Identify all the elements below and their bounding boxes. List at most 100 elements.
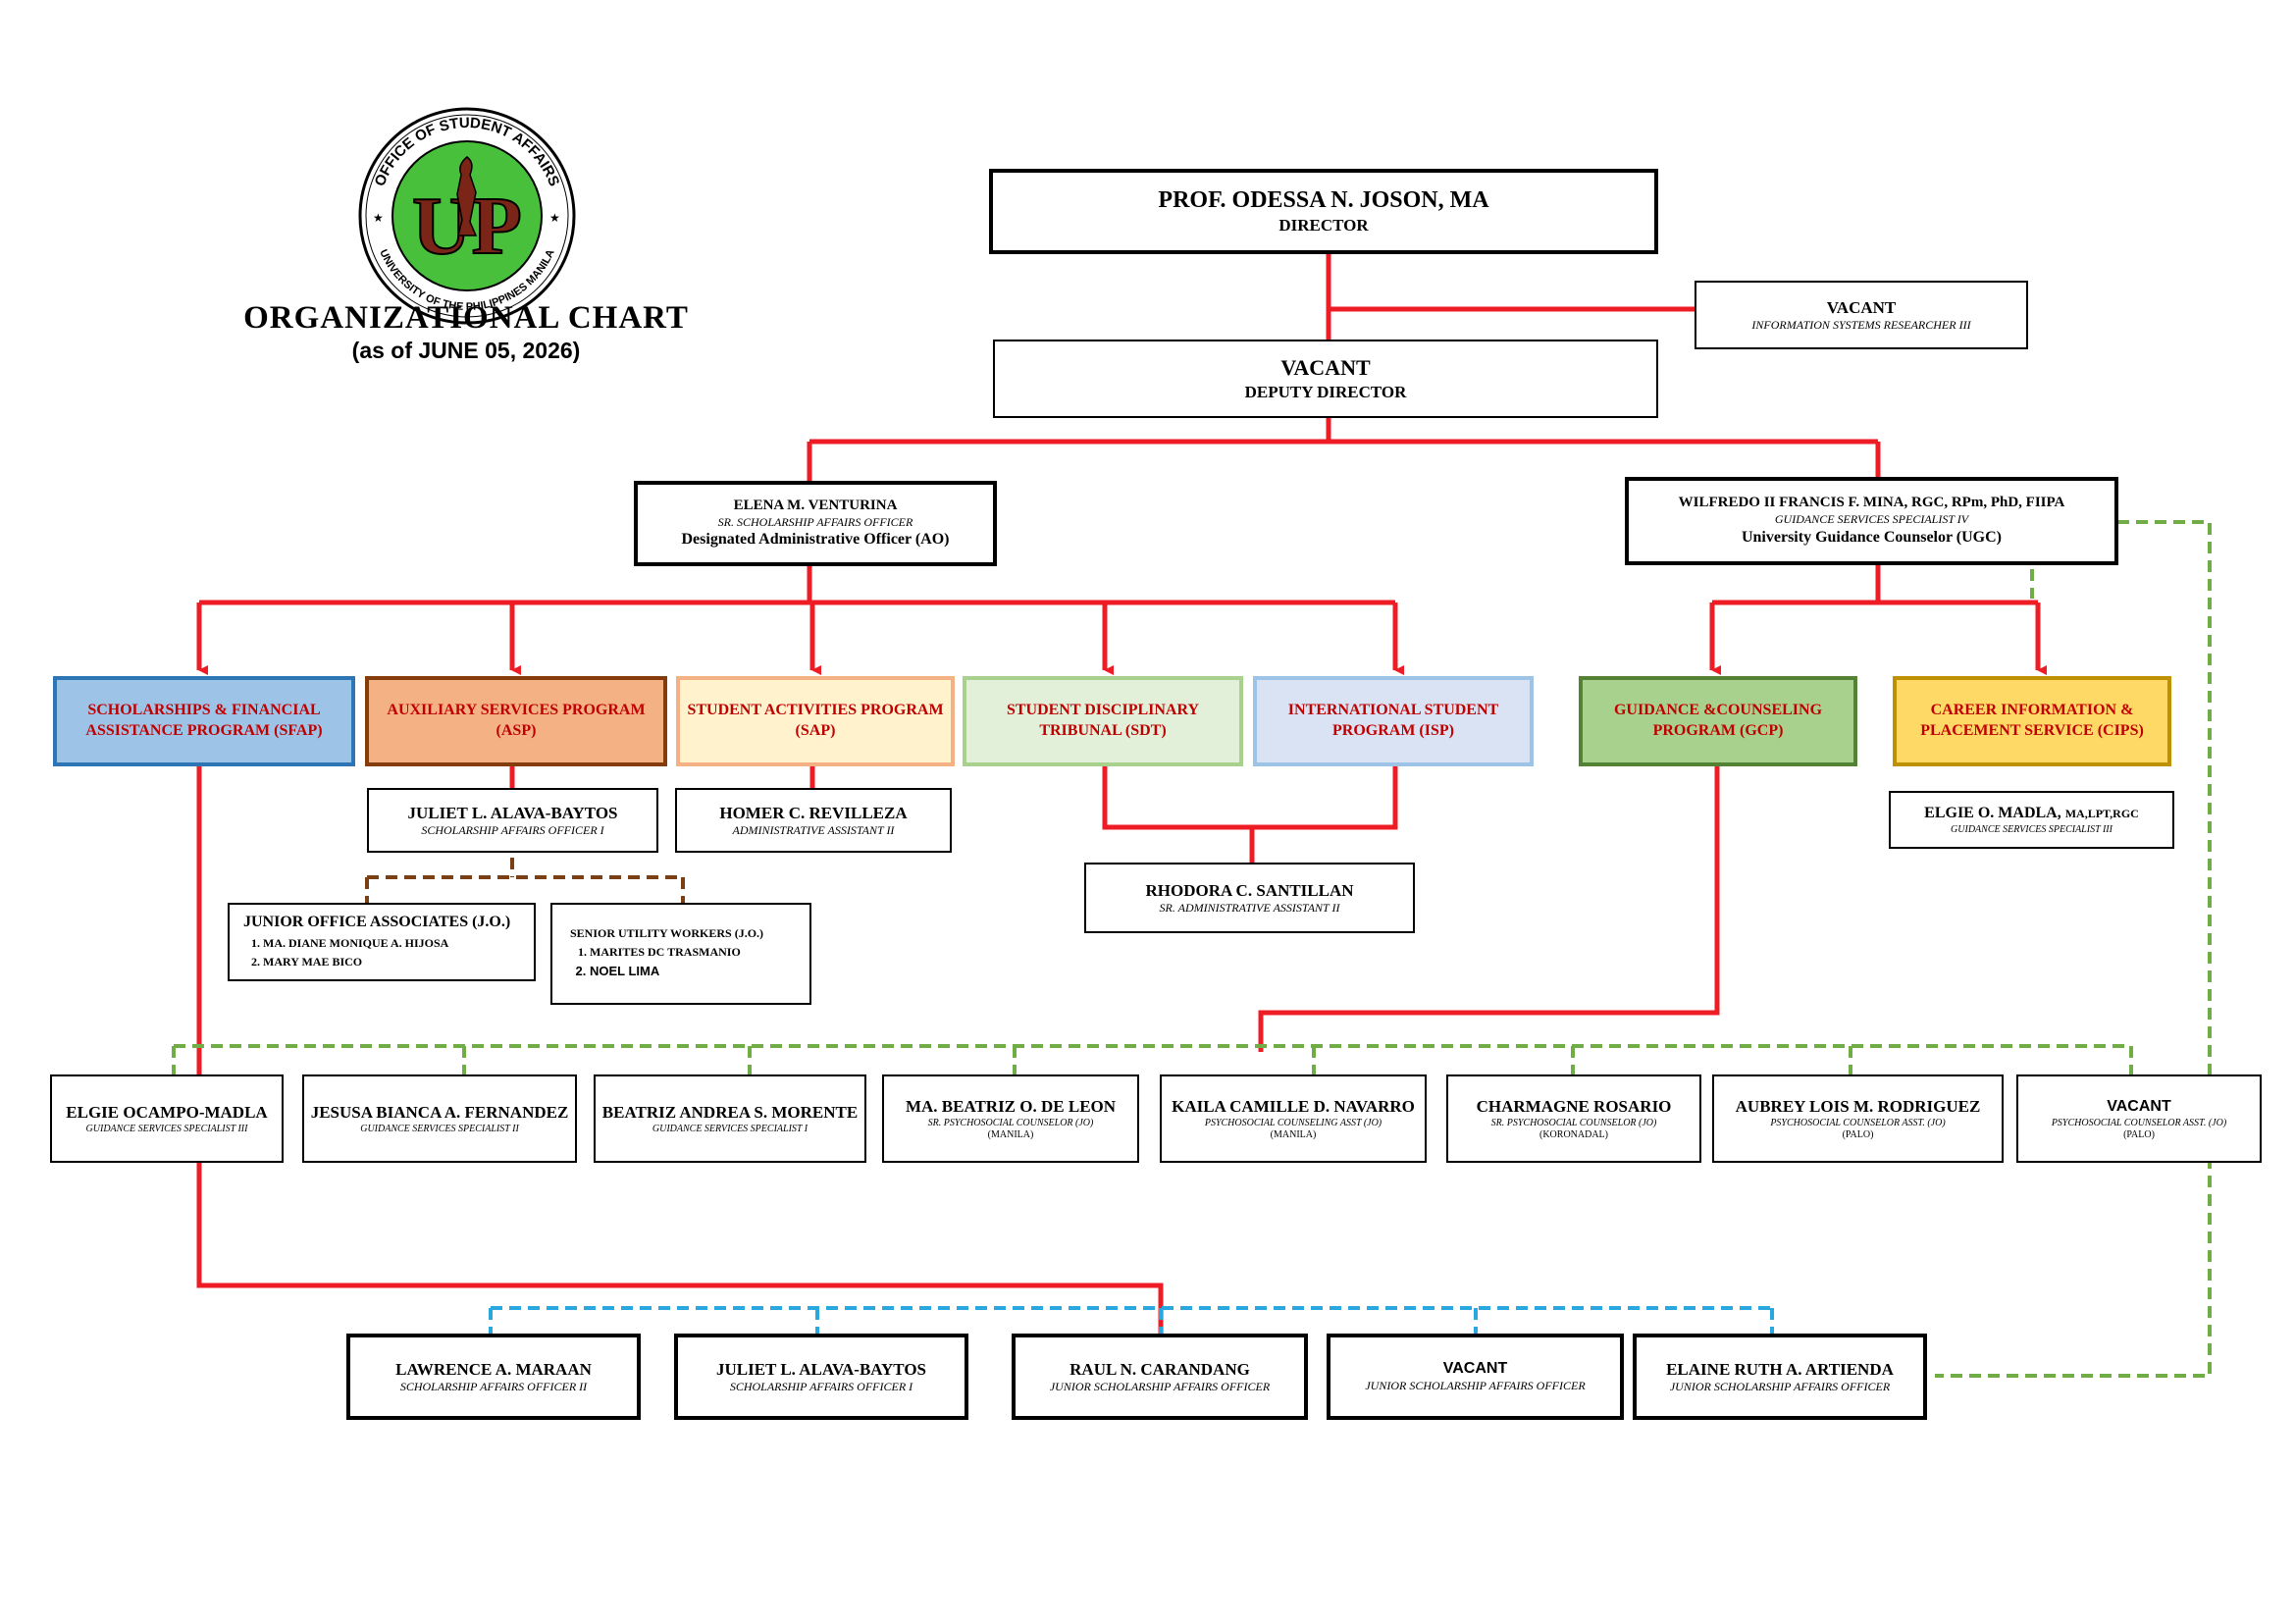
program-sfap: SCHOLARSHIPS & FINANCIAL ASSISTANCE PROG…: [53, 676, 355, 766]
sdt-isp-to-head-line: [1102, 765, 1398, 864]
gcp-to-staff-line: [1258, 765, 1720, 1052]
junior-office-list: MA. DIANE MONIQUE A. HIJOSA MARY MAE BIC…: [243, 934, 448, 971]
program-gcp: GUIDANCE &COUNSELING PROGRAM (GCP): [1579, 676, 1857, 766]
asp-staff-connectors: [365, 858, 685, 905]
sdt-isp-head-box: RHODORA C. SANTILLAN SR. ADMINISTRATIVE …: [1084, 863, 1415, 933]
staff-name: RAUL N. CARANDANG: [1069, 1359, 1250, 1379]
staff-position: SR. PSYCHOSOCIAL COUNSELOR (JO): [927, 1118, 1094, 1129]
scholarship-staff-card: RAUL N. CARANDANG JUNIOR SCHOLARSHIP AFF…: [1012, 1334, 1308, 1420]
staff-name: VACANT: [1442, 1360, 1508, 1378]
director-position: DIRECTOR: [1278, 216, 1369, 236]
program-sdt: STUDENT DISCIPLINARY TRIBUNAL (SDT): [963, 676, 1243, 766]
staff-name: JESUSA BIANCA A. FERNANDEZ: [310, 1102, 569, 1122]
guidance-staff-card: AUBREY LOIS M. RODRIGUEZ PSYCHOSOCIAL CO…: [1712, 1074, 2004, 1163]
staff-name: LAWRENCE A. MARAAN: [395, 1359, 592, 1379]
guidance-staff-card: ELGIE OCAMPO-MADLA GUIDANCE SERVICES SPE…: [50, 1074, 284, 1163]
guidance-staff-card: VACANT PSYCHOSOCIAL COUNSELOR ASST. (JO)…: [2016, 1074, 2262, 1163]
isr-position: INFORMATION SYSTEMS RESEARCHER III: [1751, 317, 1971, 332]
staff-name: CHARMAGNE ROSARIO: [1476, 1096, 1672, 1116]
ao-name: ELENA M. VENTURINA: [733, 497, 898, 513]
staff-name: AUBREY LOIS M. RODRIGUEZ: [1735, 1096, 1981, 1116]
ugc-box: WILFREDO II FRANCIS F. MINA, RGC, RPm, P…: [1625, 477, 2118, 565]
asp-head-name: JULIET L. ALAVA-BAYTOS: [407, 803, 618, 822]
scholarship-staff-card: JULIET L. ALAVA-BAYTOS SCHOLARSHIP AFFAI…: [674, 1334, 968, 1420]
list-item: MARITES DC TRASMANIO: [590, 943, 741, 962]
scholarship-staff-card: ELAINE RUTH A. ARTIENDA JUNIOR SCHOLARSH…: [1633, 1334, 1927, 1420]
staff-location: (PALO): [1842, 1129, 1874, 1141]
staff-location: (MANILA): [1270, 1129, 1317, 1141]
staff-position: GUIDANCE SERVICES SPECIALIST I: [652, 1124, 808, 1135]
staff-position: GUIDANCE SERVICES SPECIALIST III: [85, 1124, 248, 1135]
staff-position: JUNIOR SCHOLARSHIP AFFAIRS OFFICER: [1669, 1379, 1891, 1393]
staff-location: (KORONADAL): [1539, 1129, 1608, 1141]
guidance-staff-connectors: [172, 520, 2212, 1378]
director-name: PROF. ODESSA N. JOSON, MA: [1158, 187, 1489, 214]
junior-office-title: JUNIOR OFFICE ASSOCIATES (J.O.): [243, 913, 511, 930]
deputy-to-ao-ugc-line: [807, 418, 1881, 483]
chart-title: ORGANIZATIONAL CHART: [243, 300, 689, 336]
staff-position: SCHOLARSHIP AFFAIRS OFFICER II: [399, 1379, 588, 1393]
staff-position: PSYCHOSOCIAL COUNSELOR ASST. (JO): [2051, 1117, 2227, 1128]
deputy-name: VACANT: [1280, 355, 1371, 381]
isr-box: VACANT INFORMATION SYSTEMS RESEARCHER II…: [1695, 281, 2028, 349]
up-osa-seal: OFFICE OF STUDENT AFFAIRS UNIVERSITY OF …: [358, 107, 576, 325]
staff-name: MA. BEATRIZ O. DE LEON: [905, 1096, 1117, 1116]
scholarship-staff-card: VACANT JUNIOR SCHOLARSHIP AFFAIRS OFFICE…: [1327, 1334, 1624, 1420]
staff-location: (PALO): [2123, 1128, 2155, 1140]
staff-position: JUNIOR SCHOLARSHIP AFFAIRS OFFICER: [1365, 1379, 1586, 1393]
deputy-director-box: VACANT DEPUTY DIRECTOR: [993, 340, 1658, 418]
ugc-designation: University Guidance Counselor (UGC): [1741, 528, 2003, 546]
staff-position: SCHOLARSHIP AFFAIRS OFFICER I: [729, 1379, 913, 1393]
ao-position: SR. SCHOLARSHIP AFFAIRS OFFICER: [717, 514, 913, 529]
guidance-staff-card: CHARMAGNE ROSARIO SR. PSYCHOSOCIAL COUNS…: [1446, 1074, 1701, 1163]
director-box: PROF. ODESSA N. JOSON, MA DIRECTOR: [989, 169, 1658, 254]
utility-list: MARITES DC TRASMANIO NOEL LIMA: [570, 943, 741, 982]
ao-box: ELENA M. VENTURINA SR. SCHOLARSHIP AFFAI…: [634, 481, 997, 566]
staff-location: (MANILA): [987, 1129, 1034, 1141]
guidance-staff-card: BEATRIZ ANDREA S. MORENTE GUIDANCE SERVI…: [594, 1074, 866, 1163]
senior-utility-workers-box: SENIOR UTILITY WORKERS (J.O.) MARITES DC…: [550, 903, 811, 1005]
program-cips: CAREER INFORMATION & PLACEMENT SERVICE (…: [1893, 676, 2171, 766]
staff-name: JULIET L. ALAVA-BAYTOS: [715, 1359, 927, 1379]
sdt-isp-head-name: RHODORA C. SANTILLAN: [1145, 880, 1354, 900]
program-asp: AUXILIARY SERVICES PROGRAM (ASP): [365, 676, 667, 766]
sap-head-box: HOMER C. REVILLEZA ADMINISTRATIVE ASSIST…: [675, 788, 952, 853]
staff-name: ELAINE RUTH A. ARTIENDA: [1666, 1359, 1894, 1379]
scholarship-staff-card: LAWRENCE A. MARAAN SCHOLARSHIP AFFAIRS O…: [346, 1334, 641, 1420]
sap-head-position: ADMINISTRATIVE ASSISTANT II: [732, 822, 895, 837]
svg-text:★: ★: [549, 211, 560, 225]
guidance-staff-card: MA. BEATRIZ O. DE LEON SR. PSYCHOSOCIAL …: [882, 1074, 1139, 1163]
staff-name: VACANT: [2107, 1097, 2171, 1115]
utility-title: SENIOR UTILITY WORKERS (J.O.): [570, 925, 764, 940]
staff-position: PSYCHOSOCIAL COUNSELOR ASST. (JO): [1770, 1118, 1946, 1129]
staff-name: ELGIE OCAMPO-MADLA: [66, 1102, 268, 1122]
asp-head-box: JULIET L. ALAVA-BAYTOS SCHOLARSHIP AFFAI…: [367, 788, 658, 853]
ugc-branch-line: [1712, 562, 2038, 605]
junior-office-associates-box: JUNIOR OFFICE ASSOCIATES (J.O.) MA. DIAN…: [228, 903, 536, 981]
staff-name: KAILA CAMILLE D. NAVARRO: [1172, 1096, 1415, 1116]
program-sap: STUDENT ACTIVITIES PROGRAM (SAP): [676, 676, 955, 766]
cips-head-box: ELGIE O. MADLA, MA,LPT,RGC GUIDANCE SERV…: [1889, 791, 2174, 849]
guidance-staff-card: JESUSA BIANCA A. FERNANDEZ GUIDANCE SERV…: [302, 1074, 577, 1163]
scholarship-staff-connectors: [489, 1306, 1774, 1336]
sap-head-name: HOMER C. REVILLEZA: [719, 803, 908, 822]
list-item: MA. DIANE MONIQUE A. HIJOSA: [263, 934, 448, 953]
program-isp: INTERNATIONAL STUDENT PROGRAM (ISP): [1253, 676, 1534, 766]
guidance-staff-card: KAILA CAMILLE D. NAVARRO PSYCHOSOCIAL CO…: [1160, 1074, 1427, 1163]
ugc-position: GUIDANCE SERVICES SPECIALIST IV: [1774, 512, 1969, 527]
isr-name: VACANT: [1826, 297, 1897, 317]
staff-position: GUIDANCE SERVICES SPECIALIST II: [360, 1124, 519, 1135]
list-item: NOEL LIMA: [590, 962, 741, 982]
deputy-position: DEPUTY DIRECTOR: [1244, 382, 1407, 401]
list-item: MARY MAE BICO: [263, 953, 448, 971]
ugc-name: WILFREDO II FRANCIS F. MINA, RGC, RPm, P…: [1678, 495, 2065, 511]
staff-name: BEATRIZ ANDREA S. MORENTE: [601, 1102, 859, 1122]
ao-designation: Designated Administrative Officer (AO): [681, 531, 950, 549]
ao-branch-line: [199, 562, 1395, 605]
staff-position: PSYCHOSOCIAL COUNSELING ASST (JO): [1204, 1118, 1382, 1129]
asp-head-position: SCHOLARSHIP AFFAIRS OFFICER I: [421, 822, 604, 837]
svg-text:★: ★: [373, 211, 384, 225]
as-of-date: (as of JUNE 05, 2026): [351, 338, 581, 363]
sdt-isp-head-position: SR. ADMINISTRATIVE ASSISTANT II: [1159, 900, 1340, 915]
